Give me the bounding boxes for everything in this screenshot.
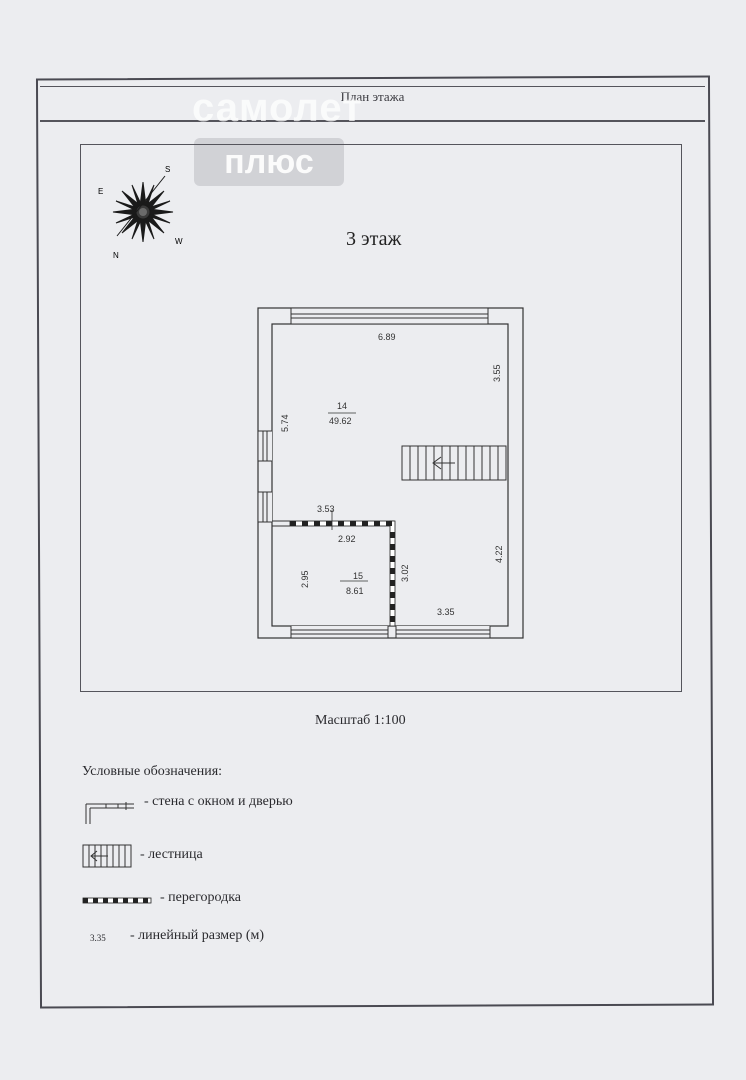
- watermark-badge: плюс: [194, 138, 344, 186]
- room15-area: 8.61: [346, 586, 364, 596]
- floor-title: 3 этаж: [346, 228, 402, 250]
- legend-dimension-sample: 3.35: [90, 933, 106, 943]
- stairs-icon: [82, 844, 132, 868]
- dim-left: 5.74: [280, 414, 290, 432]
- top-window: [290, 307, 489, 325]
- dim-right-lower: 4.22: [494, 545, 504, 563]
- partition-wall: [272, 520, 396, 627]
- compass-label-w: W: [175, 237, 183, 246]
- stairs: [401, 445, 507, 481]
- title-band: План этажа: [40, 86, 705, 122]
- legend-label-stairs: - лестница: [140, 847, 203, 862]
- dim-right-upper: 3.55: [492, 364, 502, 382]
- scale-label: Масштаб 1:100: [315, 713, 406, 728]
- room15-number: 15: [353, 571, 364, 581]
- wall-window-door-icon: [85, 802, 134, 824]
- floor-plan: [257, 307, 524, 639]
- dim-bottom: 3.35: [437, 607, 455, 617]
- dim-room15-top: 2.92: [338, 534, 356, 544]
- plan-header-title: План этажа: [340, 89, 405, 104]
- legend-label-wall: - стена с окном и дверью: [144, 794, 293, 809]
- dim-top: 6.89: [378, 332, 396, 342]
- watermark-line1: самолет: [192, 86, 363, 130]
- left-window-upper: [257, 430, 272, 462]
- watermark-logo: самолет плюс: [192, 86, 452, 196]
- legend-title: Условные обозначения:: [82, 764, 223, 779]
- dim-partition-top: 3.53: [317, 504, 335, 514]
- room14-area: 49.62: [329, 416, 352, 426]
- bottom-window-left: [290, 626, 389, 639]
- plan-frame: [80, 144, 682, 692]
- compass-label-s: S: [165, 165, 170, 174]
- room14-number: 14: [337, 401, 348, 411]
- compass-label-e: E: [98, 187, 103, 196]
- dim-room15-right: 3.02: [400, 564, 410, 582]
- left-window-lower: [257, 491, 272, 523]
- dim-room15-left: 2.95: [300, 570, 310, 588]
- bottom-window-right: [395, 626, 491, 639]
- compass-label-n: N: [113, 251, 119, 260]
- compass-rose-icon: S W N E: [98, 165, 183, 260]
- partition-icon: [82, 897, 152, 904]
- legend-label-partition: - перегородка: [160, 890, 241, 905]
- legend-label-dimension: - линейный размер (м): [130, 928, 265, 943]
